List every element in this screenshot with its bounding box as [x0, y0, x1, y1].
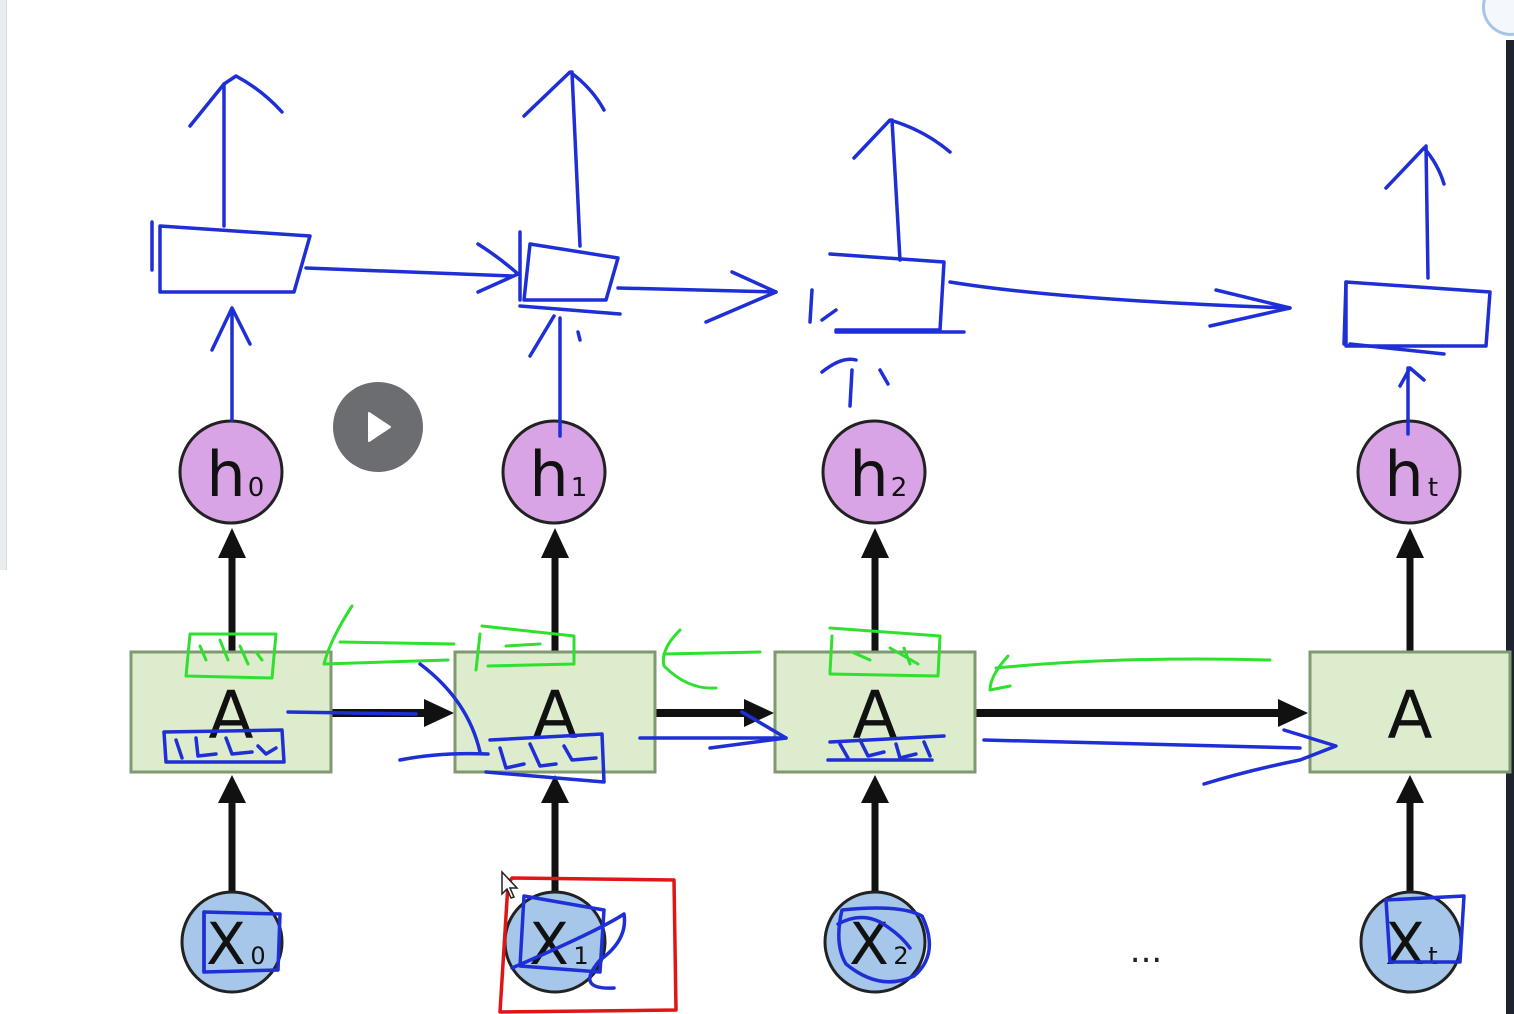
recurrent-arrowhead-0-1: [424, 699, 454, 727]
rnn-block-label: A: [1387, 677, 1432, 754]
input-node-x0: X 0: [180, 890, 284, 994]
rnn-block-2: A: [773, 650, 977, 774]
right-panel-edge: [1506, 40, 1514, 1014]
output-node-h1: h 1: [501, 419, 607, 525]
input-node-subscript: 1: [573, 942, 588, 970]
rnn-block-1: A: [453, 650, 657, 774]
output-node-subscript: 0: [248, 473, 265, 503]
sequence-ellipsis: ...: [1130, 931, 1162, 971]
output-node-label: h: [849, 438, 888, 511]
recurrent-arrowhead-2-t: [1278, 699, 1308, 727]
input-node-subscript: t: [1428, 942, 1437, 970]
output-node-label: h: [206, 438, 245, 511]
vertical-arrows: [218, 528, 1424, 895]
play-button[interactable]: [333, 382, 423, 472]
rnn-block-label: A: [208, 677, 253, 754]
mouse-cursor-icon: [501, 870, 519, 899]
output-node-label: h: [529, 438, 568, 511]
left-panel-edge: [0, 0, 7, 570]
input-node-label: X: [1385, 910, 1425, 978]
output-node-h2: h 2: [821, 419, 927, 525]
output-node-subscript: 1: [571, 473, 588, 503]
output-nodes: h 0 h 1 h 2 h t: [178, 419, 1462, 525]
output-node-subscript: t: [1428, 473, 1438, 503]
input-nodes: X 0 X 1 X 2 X t: [180, 890, 1463, 994]
recurrent-arrowhead-1-2: [744, 699, 774, 727]
rnn-block-t: A: [1308, 650, 1512, 774]
input-node-xt: X t: [1359, 890, 1463, 994]
output-node-ht: h t: [1356, 419, 1462, 525]
output-node-subscript: 2: [891, 473, 908, 503]
output-node-label: h: [1384, 438, 1423, 511]
play-icon: [368, 412, 391, 442]
input-node-subscript: 0: [250, 942, 265, 970]
rnn-block-label: A: [852, 677, 897, 754]
input-node-label: X: [849, 910, 889, 978]
rnn-block-label: A: [532, 677, 577, 754]
blue-annotations: [150, 70, 1492, 990]
input-node-subscript: 2: [893, 942, 908, 970]
green-annotations: [184, 604, 1272, 692]
output-node-h0: h 0: [178, 419, 284, 525]
rnn-blocks: A A A A: [129, 650, 1512, 774]
input-node-label: X: [206, 910, 246, 978]
